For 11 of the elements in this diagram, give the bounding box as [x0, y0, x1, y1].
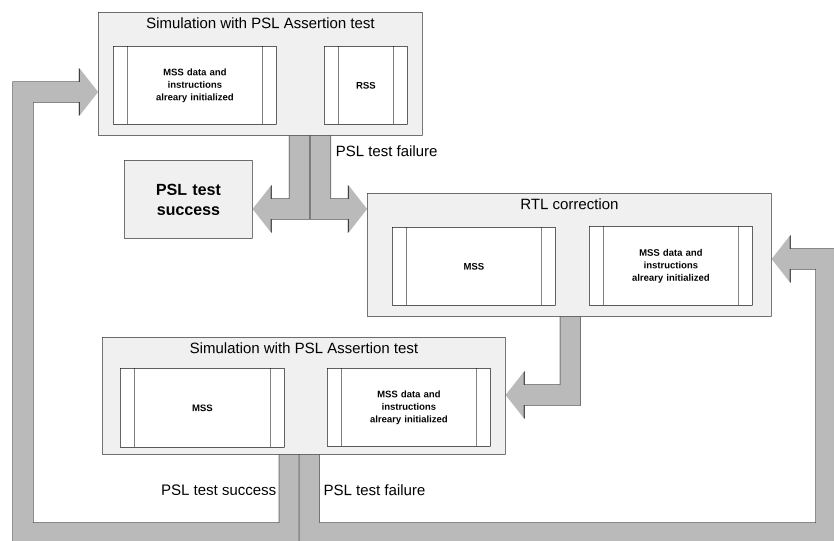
- edge-label: PSL test failure: [322, 483, 426, 496]
- result-box: PSL test success: [124, 160, 253, 239]
- edge-label: PSL test failure: [334, 144, 438, 158]
- process-box: RSS: [324, 46, 408, 125]
- process-box: MSS data and instructions alreary initialized: [327, 368, 491, 447]
- edge-label: PSL test success: [160, 483, 278, 496]
- process-box: MSS data and instructions alreary initialized: [589, 226, 753, 306]
- process-box: MSS: [120, 368, 285, 448]
- block-arrow: [12, 68, 300, 541]
- process-box: MSS: [392, 227, 556, 306]
- process-box: MSS data and instructions alreary initialized: [113, 46, 277, 125]
